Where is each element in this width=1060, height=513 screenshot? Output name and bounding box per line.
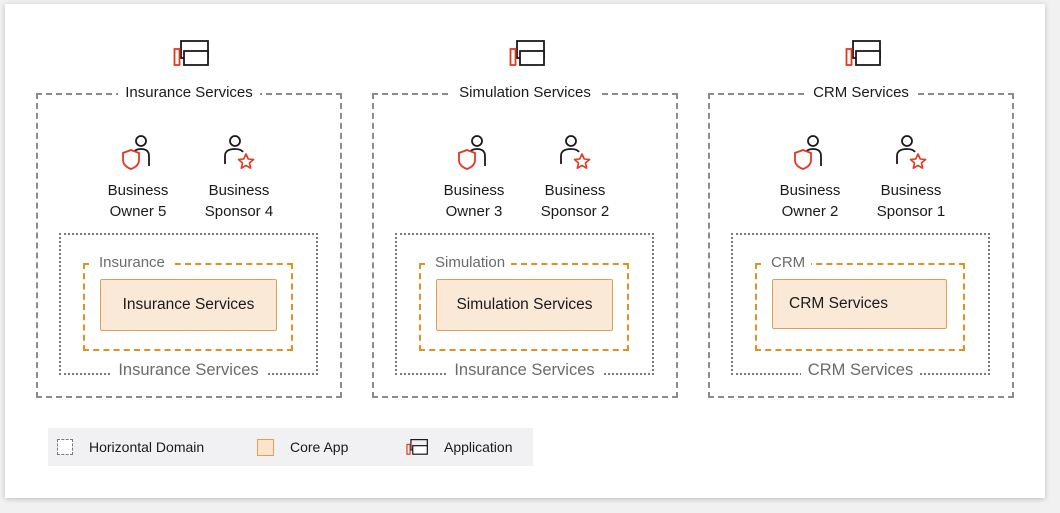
sponsor-star-icon (224, 135, 255, 169)
core-app-box: Simulation Services (436, 279, 613, 331)
horizontal-domain-label: Insurance Services (59, 360, 318, 380)
application-icon (406, 438, 428, 455)
legend-item-application: Application (406, 428, 513, 466)
horizontal-domain-label: Insurance Services (395, 360, 654, 380)
core-app-boundary (755, 263, 965, 351)
core-app-boundary (419, 263, 629, 351)
application-title: CRM Services (708, 84, 1014, 102)
sponsor-star-icon (560, 135, 591, 169)
application-title: Simulation Services (372, 84, 678, 102)
legend-item-core-app: Core App (257, 428, 348, 466)
core-app-boundary (83, 263, 293, 351)
horizontal-domain-swatch (57, 439, 73, 455)
owner-shield-icon (122, 135, 150, 170)
core-app-group-label: Simulation (429, 254, 512, 272)
legend-label: Core App (290, 439, 349, 455)
legend-label: Application (444, 439, 513, 455)
core-app-group-label: CRM (765, 254, 812, 272)
horizontal-domain-label: CRM Services (731, 360, 990, 380)
application-title: Insurance Services (36, 84, 342, 102)
legend-label: Horizontal Domain (89, 439, 205, 455)
core-app-group-label: Insurance (93, 254, 171, 272)
core-app-swatch (257, 438, 274, 456)
owner-shield-icon (794, 135, 822, 170)
application-icon (509, 40, 545, 66)
legend: Horizontal Domain Core App Application (48, 428, 533, 466)
owner-shield-icon (458, 135, 486, 170)
application-icon (845, 40, 881, 66)
sponsor-star-icon (896, 135, 927, 169)
legend-item-horizontal-domain: Horizontal Domain (57, 428, 204, 466)
core-app-box: Insurance Services (100, 279, 277, 331)
core-app-box: CRM Services (772, 279, 947, 329)
application-icon (173, 40, 209, 66)
